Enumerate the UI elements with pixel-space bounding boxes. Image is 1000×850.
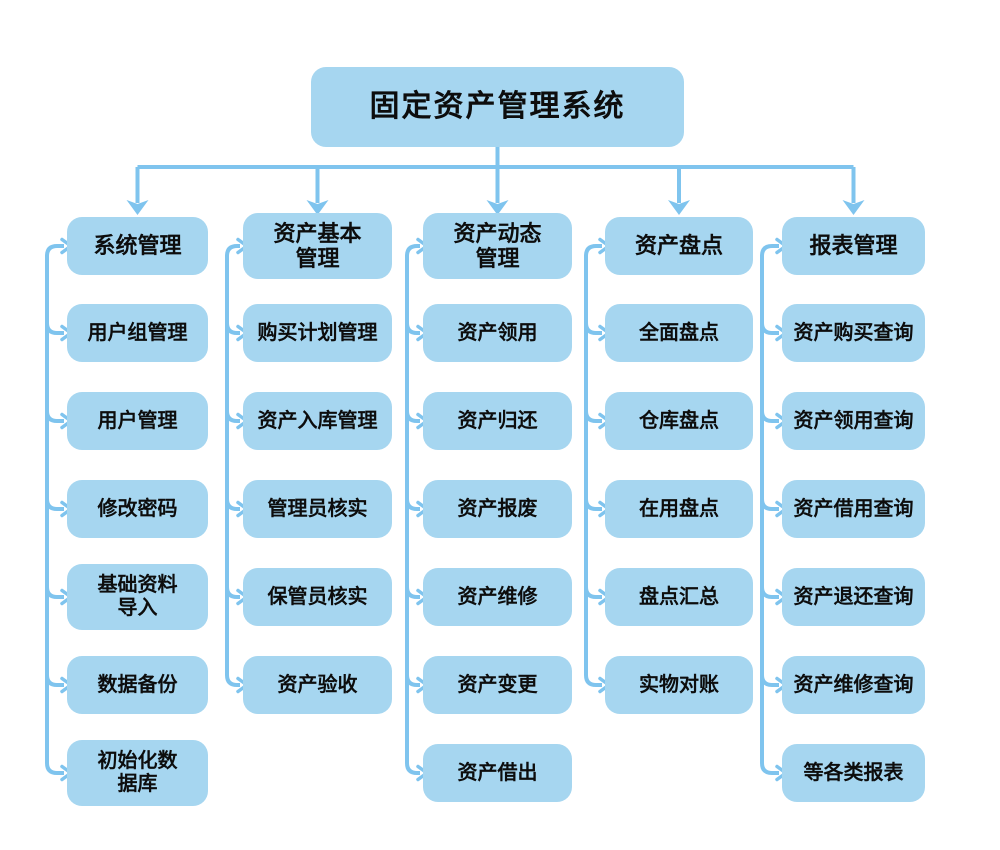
node-asset-basic-management: 资产基本管理 (243, 213, 392, 279)
node-asset-borrow-query: 资产借用查询 (782, 480, 925, 538)
node-label: 数据备份 (97, 673, 178, 696)
node-asset-return: 资产归还 (423, 392, 572, 450)
node-label: 资产领用 (457, 321, 538, 344)
node-in-use-inventory: 在用盘点 (605, 480, 753, 538)
node-base-data-import: 基础资料导入 (67, 564, 208, 630)
node-label: 资产盘点 (634, 233, 723, 259)
node-asset-inbound-management: 资产入库管理 (243, 392, 392, 450)
node-label: 资产维修 (457, 585, 538, 608)
node-asset-change: 资产变更 (423, 656, 572, 714)
node-administrator-verify: 管理员核实 (243, 480, 392, 538)
node-label: 资产领用查询 (793, 409, 914, 432)
node-inventory-summary: 盘点汇总 (605, 568, 753, 626)
node-label: 初始化数据库 (97, 750, 178, 795)
node-label: 仓库盘点 (639, 409, 719, 432)
node-label: 资产基本管理 (273, 220, 362, 271)
node-label: 资产报废 (457, 497, 538, 520)
node-change-password: 修改密码 (67, 480, 208, 538)
node-label: 修改密码 (97, 497, 178, 520)
node-physical-reconciliation: 实物对账 (605, 656, 753, 714)
node-asset-inventory: 资产盘点 (605, 217, 753, 275)
node-label: 用户组管理 (87, 321, 188, 344)
node-label: 资产动态管理 (453, 220, 542, 271)
node-asset-repair-query: 资产维修查询 (782, 656, 925, 714)
node-asset-purchase-query: 资产购买查询 (782, 304, 925, 362)
node-label: 购买计划管理 (257, 321, 378, 344)
node-label: 在用盘点 (639, 497, 719, 520)
node-label: 资产购买查询 (793, 321, 914, 344)
node-asset-requisition-query: 资产领用查询 (782, 392, 925, 450)
node-purchase-plan-management: 购买计划管理 (243, 304, 392, 362)
node-label: 报表管理 (809, 233, 898, 259)
node-system-management: 系统管理 (67, 217, 208, 275)
node-label: 系统管理 (93, 233, 182, 259)
node-various-reports: 等各类报表 (782, 744, 925, 802)
node-label: 资产归还 (457, 409, 538, 432)
node-warehouse-inventory: 仓库盘点 (605, 392, 753, 450)
node-label: 资产变更 (457, 673, 538, 696)
node-asset-return-query: 资产退还查询 (782, 568, 925, 626)
node-label: 固定资产管理系统 (369, 89, 626, 123)
node-custodian-verify: 保管员核实 (243, 568, 392, 626)
node-label: 全面盘点 (639, 321, 719, 344)
node-label: 资产借出 (457, 761, 538, 784)
node-label: 资产退还查询 (793, 585, 914, 608)
node-label: 资产维修查询 (793, 673, 914, 696)
node-asset-dynamic-management: 资产动态管理 (423, 213, 572, 279)
node-asset-requisition: 资产领用 (423, 304, 572, 362)
node-label: 实物对账 (639, 673, 719, 696)
node-label: 等各类报表 (803, 761, 904, 784)
node-report-management: 报表管理 (782, 217, 925, 275)
node-user-management: 用户管理 (67, 392, 208, 450)
node-initialize-database: 初始化数据库 (67, 740, 208, 806)
node-label: 用户管理 (97, 409, 178, 432)
node-label: 资产借用查询 (793, 497, 914, 520)
node-label: 管理员核实 (267, 497, 368, 520)
node-asset-repair: 资产维修 (423, 568, 572, 626)
node-label: 保管员核实 (267, 585, 368, 608)
node-asset-acceptance: 资产验收 (243, 656, 392, 714)
node-asset-scrap: 资产报废 (423, 480, 572, 538)
node-asset-lend: 资产借出 (423, 744, 572, 802)
node-label: 基础资料导入 (97, 574, 178, 619)
node-user-group-management: 用户组管理 (67, 304, 208, 362)
node-label: 资产验收 (277, 673, 358, 696)
node-data-backup: 数据备份 (67, 656, 208, 714)
node-fixed-asset-management-system: 固定资产管理系统 (311, 67, 684, 147)
node-full-inventory: 全面盘点 (605, 304, 753, 362)
node-label: 盘点汇总 (639, 585, 719, 608)
node-label: 资产入库管理 (257, 409, 378, 432)
